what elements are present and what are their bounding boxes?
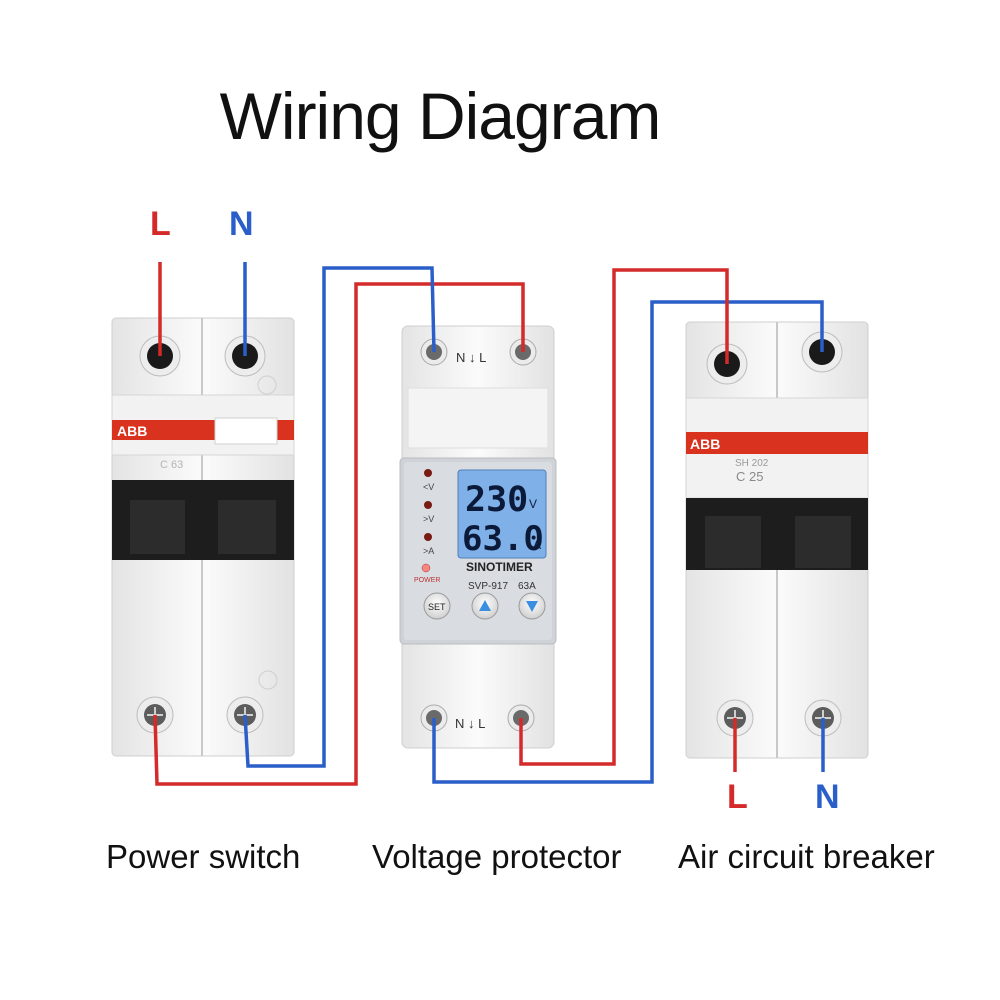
air-breaker-rating: C 25	[736, 469, 763, 484]
air-breaker-series: SH 202	[735, 458, 769, 469]
abb-band-right	[686, 432, 868, 454]
abb-logo-right: ABB	[690, 436, 720, 452]
voltage-protector: 230 V 63.0 A SINOTIMER SVP-917 63A <V >V…	[399, 325, 557, 749]
led-overcurrent	[424, 533, 432, 541]
caption-power-switch: Power switch	[106, 838, 301, 875]
set-button-label: SET	[428, 602, 446, 612]
caption-voltage-protector: Voltage protector	[372, 838, 622, 875]
air-circuit-breaker: ABB SH 202 C 25	[685, 321, 869, 759]
indicator-overvoltage-label: >V	[423, 514, 434, 524]
bottom-line-label: L	[727, 778, 748, 816]
protector-bottom-terminal-label: N ↓ L	[455, 716, 485, 731]
current-reading: 63.0	[462, 519, 544, 559]
indicator-overcurrent-label: >A	[423, 546, 434, 556]
brand-name: SINOTIMER	[466, 560, 533, 574]
diagram-title: Wiring Diagram	[219, 79, 662, 153]
protector-to-breaker-neutral-wire	[432, 300, 824, 784]
protector-to-breaker-live-wire	[519, 268, 729, 766]
indicator-power-label: POWER	[414, 577, 440, 584]
switch-to-protector-live-wire	[153, 282, 525, 786]
rating-label: 63A	[518, 581, 536, 592]
power-switch: ABB C 63	[111, 317, 295, 757]
led-overvoltage	[424, 501, 432, 509]
led-power	[421, 563, 431, 573]
up-arrow-icon	[479, 600, 491, 611]
set-button[interactable]: SET	[423, 592, 451, 620]
model-number: SVP-917	[468, 581, 508, 592]
caption-air-circuit-breaker: Air circuit breaker	[678, 838, 935, 875]
voltage-unit: V	[529, 497, 537, 511]
up-button[interactable]	[471, 592, 499, 620]
indicator-undervoltage-label: <V	[423, 482, 434, 492]
top-line-label: L	[150, 205, 171, 243]
protector-top-terminal-label: N ↓ L	[456, 350, 486, 365]
current-unit: A	[533, 538, 541, 552]
down-button[interactable]	[518, 592, 546, 620]
abb-logo: ABB	[117, 423, 147, 439]
voltage-reading: 230	[465, 480, 528, 520]
down-arrow-icon	[526, 601, 538, 612]
led-undervoltage	[424, 469, 432, 477]
bottom-neutral-label: N	[815, 778, 840, 816]
lcd-display	[457, 469, 547, 559]
power-switch-model: C 63	[160, 459, 183, 471]
switch-to-protector-neutral-wire	[243, 266, 436, 768]
top-neutral-label: N	[229, 205, 254, 243]
